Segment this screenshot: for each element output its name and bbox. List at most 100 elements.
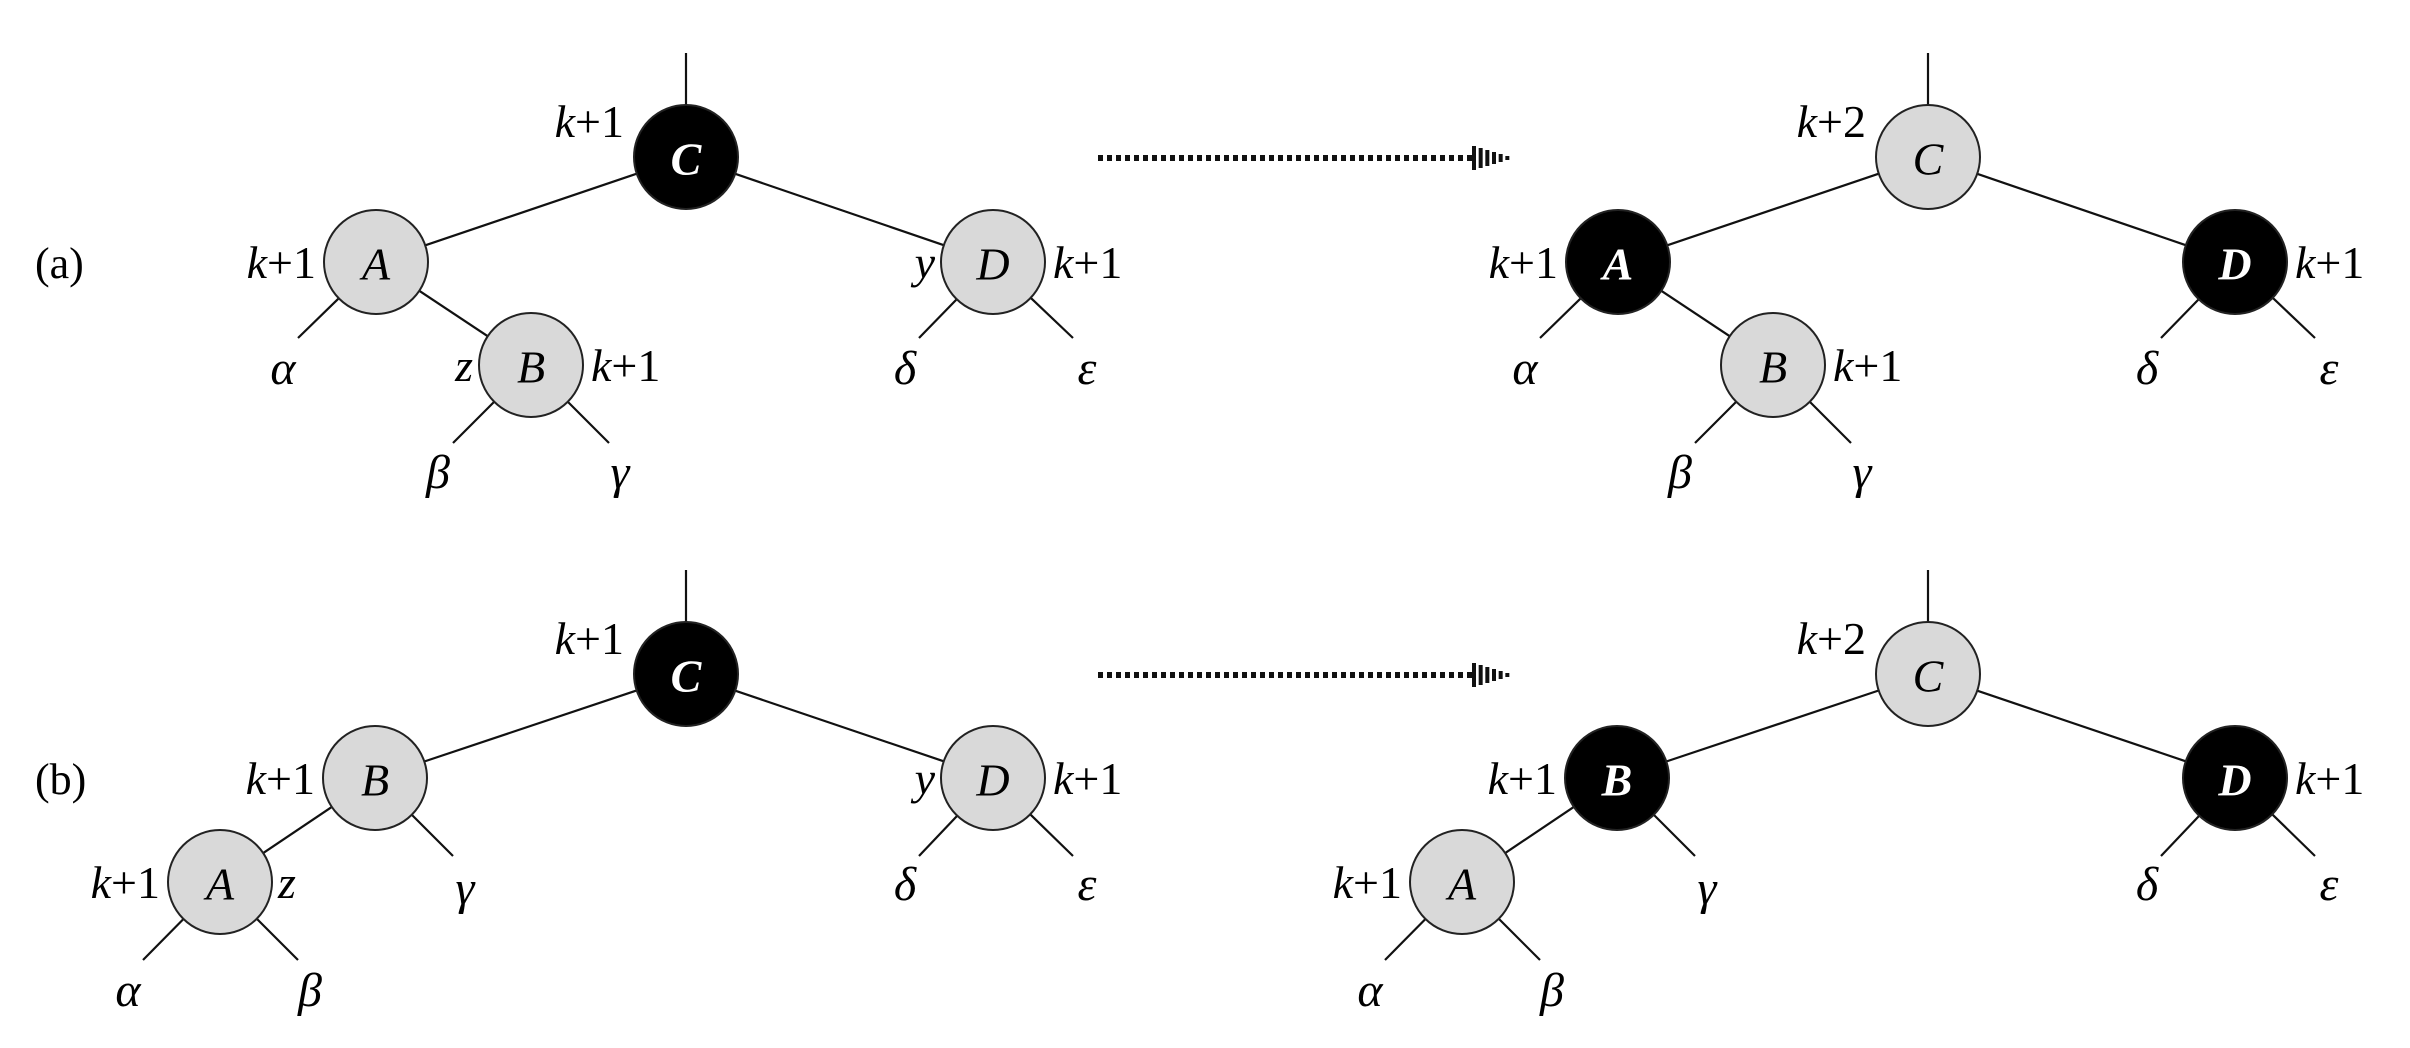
black-height-label: k+1 [555,613,624,664]
black-height-label: k+1 [1833,340,1902,391]
subtree-edge [2160,814,2201,857]
arrow-head-icon [1472,663,1510,687]
node-key: D [975,755,1009,806]
red-node-circle [322,725,428,831]
edge-c-a [424,172,638,247]
node-key: A [1600,239,1634,290]
node-key: C [1913,651,1945,702]
edge-b-a [1504,806,1575,854]
edge-c-d [1976,689,2187,763]
node-b: Bk+1 [246,725,428,831]
subtree-edge [1808,400,1852,444]
red-node-circle [940,209,1046,315]
edge-c-d [734,689,945,763]
black-node-circle [1565,209,1671,315]
subtree-label: α [115,964,141,1017]
black-height-label: k+1 [2295,237,2364,288]
node-a: Ak+1 [1333,829,1515,935]
node-c: Ck+2 [1797,96,1981,210]
subtree-edge [918,298,958,339]
node-key: B [361,755,389,806]
black-height-label: k+2 [1797,613,1866,664]
subtree-label: ε [1078,342,1097,395]
subtree-edge [2271,297,2316,339]
subtree-edge [142,918,185,961]
red-node-circle [323,209,429,315]
subtree-label: β [425,446,450,499]
red-node-circle [1875,621,1981,727]
node-key: C [671,134,703,185]
subtree-label: α [1512,342,1538,395]
subtree-edge [1694,400,1738,444]
subtree-edge [918,814,959,857]
subtree-label: γ [456,862,476,915]
subtree-edge [2271,813,2316,857]
edge-c-b [1665,689,1880,763]
edge-c-d [734,172,945,247]
subtree-label: β [297,964,322,1017]
subtree-label: γ [1853,446,1873,499]
subtree-edge [452,400,496,444]
black-node-circle [633,104,739,210]
node-key: D [2217,239,2251,290]
edge-b-a [262,806,333,854]
subtree-edge [566,400,610,444]
black-height-label: k+2 [1797,96,1866,147]
arrow-head-icon [1472,146,1510,170]
pointer-label-y: y [911,753,936,804]
node-key: B [1759,342,1787,393]
red-node-circle [1875,104,1981,210]
black-height-label: k+1 [591,340,660,391]
node-b: Bk+1 [1488,725,1670,831]
node-key: B [1601,755,1633,806]
red-node-circle [478,312,584,418]
subtree-label: β [1667,446,1692,499]
pointer-label-y: y [911,237,936,288]
subtree-label: γ [1698,862,1718,915]
subtree-edge [1652,813,1696,857]
subtree-edge [297,297,340,339]
pointer-label-z: z [277,857,296,908]
subtree-edge [1539,297,1582,339]
subtree-label: δ [2136,342,2159,395]
subtree-label: δ [894,858,917,911]
subtree-label: γ [611,446,631,499]
subtree-label: α [1357,964,1383,1017]
edge-c-d [1976,172,2187,247]
black-node-circle [2182,725,2288,831]
node-key: A [359,239,391,290]
subtree-label: δ [2136,858,2159,911]
node-a: Ak+1 [247,209,429,315]
red-node-circle [1409,829,1515,935]
case-a-transform-arrow [1098,146,1510,170]
edge-c-a [1666,172,1880,247]
case-b-label: (b) [35,755,86,804]
black-height-label: k+1 [246,753,315,804]
subtree-edge [410,813,454,857]
node-key: C [671,651,703,702]
black-height-label: k+1 [91,857,160,908]
node-key: A [1445,859,1477,910]
node-key: C [1913,134,1945,185]
subtree-label: α [270,342,296,395]
subtree-label: ε [2320,342,2339,395]
subtree-edge [1029,813,1074,857]
black-height-label: k+1 [1333,857,1402,908]
edge-a-b [1660,289,1731,338]
black-node-circle [1564,725,1670,831]
black-height-label: k+1 [247,237,316,288]
subtree-edge [1029,297,1074,339]
subtree-label: δ [894,342,917,395]
edge-c-b [423,689,638,763]
black-height-label: k+1 [1489,237,1558,288]
